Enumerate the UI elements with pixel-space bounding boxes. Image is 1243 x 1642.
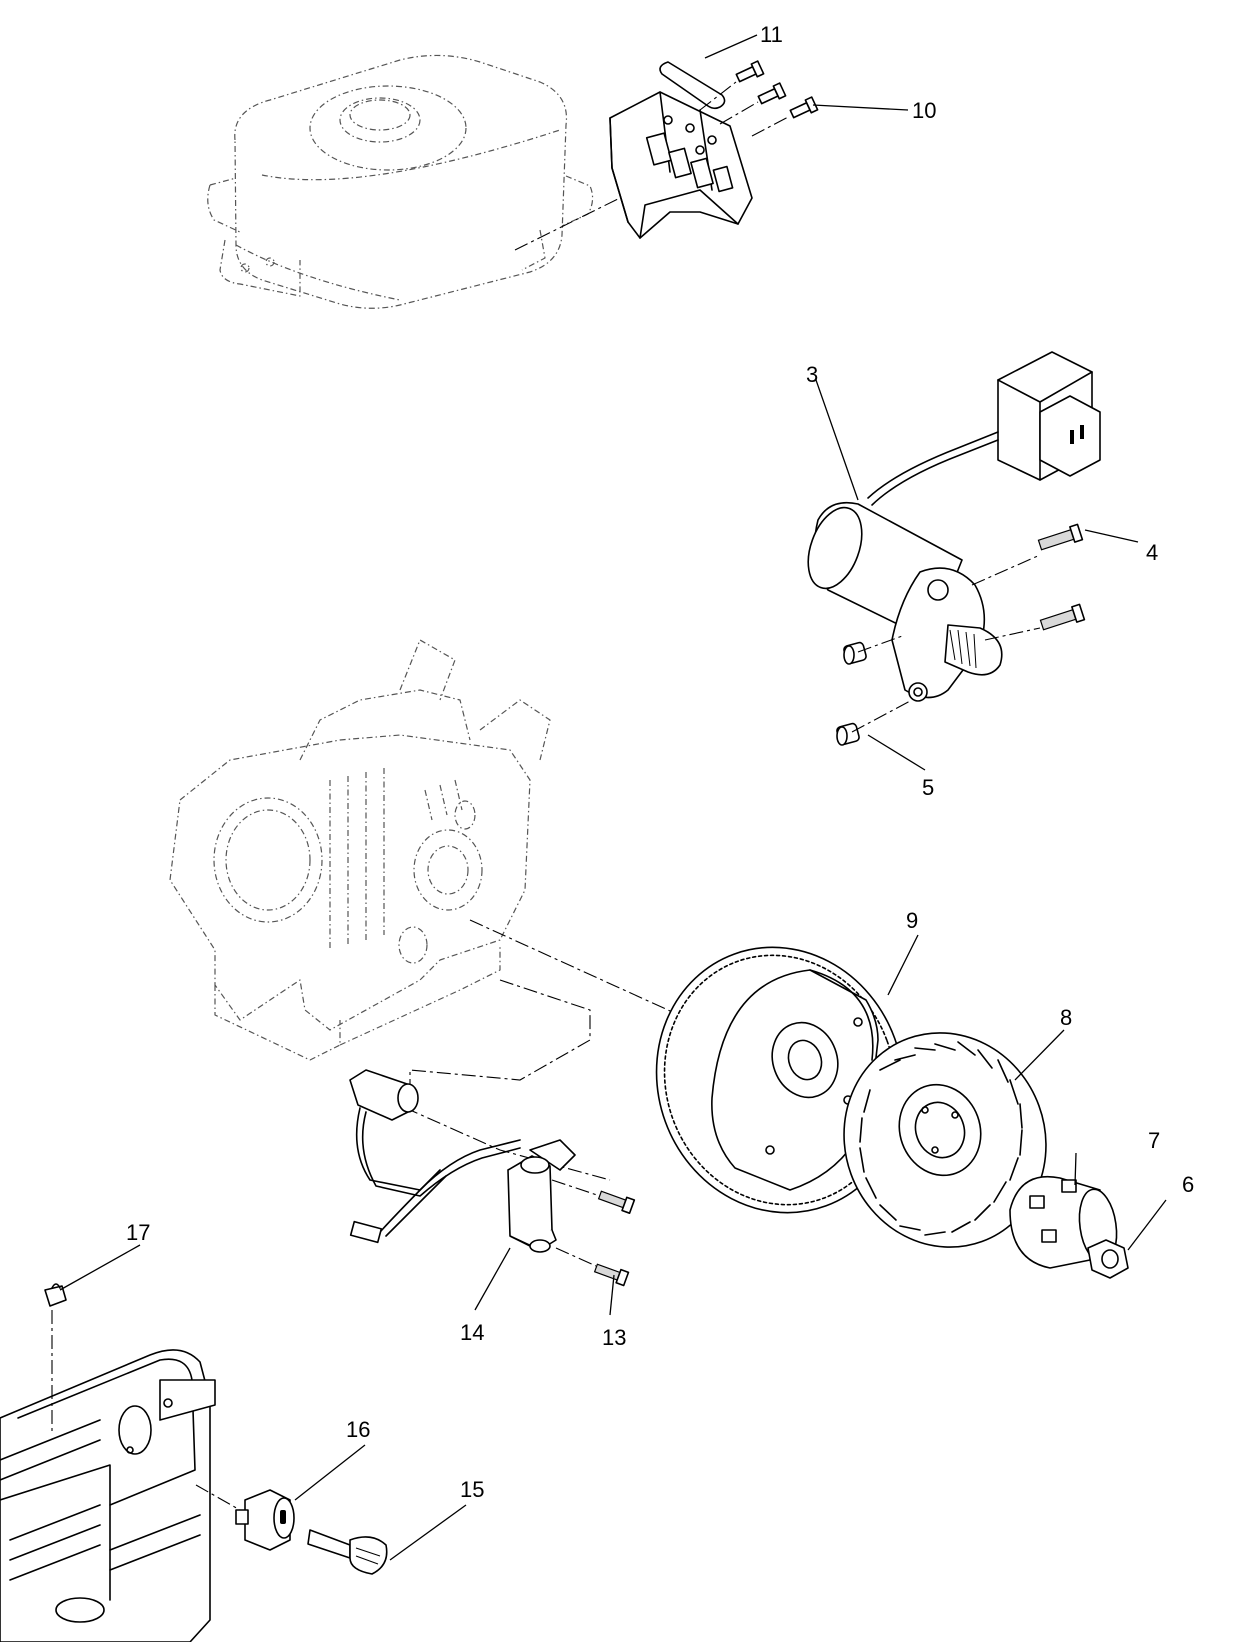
cooling-fan bbox=[843, 1032, 1047, 1248]
bracket-screws bbox=[735, 60, 819, 119]
callout-4: 4 bbox=[1146, 540, 1158, 565]
fuel-tank-ghost bbox=[207, 54, 594, 309]
starter-bolts bbox=[1037, 523, 1086, 631]
tank-to-bracket-centerline bbox=[514, 187, 641, 251]
choke-lever bbox=[659, 61, 726, 110]
callout-13: 13 bbox=[602, 1325, 626, 1350]
callout-10: 10 bbox=[912, 98, 936, 123]
control-panel-bracket bbox=[609, 91, 753, 239]
blower-housing-cover bbox=[0, 1349, 216, 1642]
callout-15: 15 bbox=[460, 1477, 484, 1502]
leader-lines bbox=[59, 34, 1167, 1561]
starter-cable bbox=[871, 439, 999, 506]
starter-motor bbox=[807, 501, 1003, 702]
callout-6: 6 bbox=[1182, 1172, 1194, 1197]
wire-clip bbox=[44, 1283, 67, 1307]
callout-9: 9 bbox=[906, 908, 918, 933]
coil-wiring-harness bbox=[349, 1107, 521, 1244]
spark-plug-boot bbox=[349, 1069, 419, 1121]
coil-screws bbox=[593, 1190, 636, 1287]
callout-11: 11 bbox=[760, 22, 783, 47]
ignition-coil bbox=[507, 1139, 576, 1253]
callout-14: 14 bbox=[460, 1320, 484, 1345]
callout-17: 17 bbox=[126, 1220, 150, 1245]
key-switch bbox=[235, 1489, 295, 1551]
engine-block-ghost bbox=[169, 639, 551, 1061]
callout-5: 5 bbox=[922, 775, 934, 800]
callout-16: 16 bbox=[346, 1417, 370, 1442]
callout-8: 8 bbox=[1060, 1005, 1072, 1030]
flywheel bbox=[655, 946, 905, 1214]
coil-wire-route bbox=[409, 979, 611, 1181]
bracket-screw-centerlines bbox=[699, 81, 791, 137]
ignition-key bbox=[307, 1529, 388, 1575]
callout-7: 7 bbox=[1148, 1128, 1160, 1153]
starter-switch-box bbox=[997, 351, 1101, 481]
flywheel-nut bbox=[1087, 1239, 1129, 1279]
starter-spacers bbox=[836, 641, 867, 746]
callout-numbers: 11 10 3 4 5 9 8 7 6 17 14 13 16 15 bbox=[126, 22, 1194, 1502]
callout-3: 3 bbox=[806, 362, 818, 387]
